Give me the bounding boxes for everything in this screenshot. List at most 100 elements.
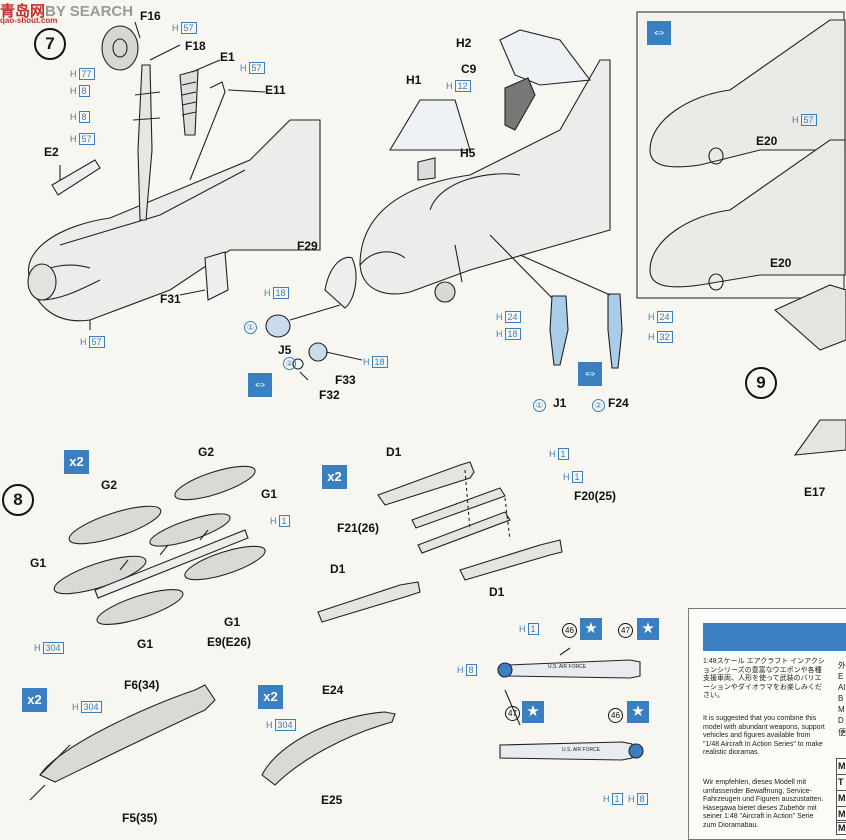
side-fragment-letter: M xyxy=(838,705,845,714)
part-label-g1-a: G1 xyxy=(261,487,278,501)
double-arrow-icon: ⇔ xyxy=(248,373,272,397)
part-label-f5: F5(35) xyxy=(122,811,158,825)
part-label-e2: E2 xyxy=(44,145,59,159)
part-label-e24: E24 xyxy=(322,683,344,697)
circled-number-1-right: ① xyxy=(533,399,546,412)
part-label-f33: F33 xyxy=(335,373,356,387)
side-table-cell: M xyxy=(836,806,846,823)
side-fragment-letter: 外 xyxy=(838,661,846,670)
note-japanese: 1:48スケール エアクラフト インアクションシリーズの豊富なウエポンや各種支援… xyxy=(703,658,825,700)
watermark-logo: 青岛网BY SEARCH qao-shout.com xyxy=(0,3,134,25)
part-label-g1-c: G1 xyxy=(224,615,241,629)
star-icon: ★ xyxy=(522,701,544,723)
part-label-f31: F31 xyxy=(160,292,181,306)
side-table-cell: M xyxy=(836,790,846,807)
notes-header-bar xyxy=(703,623,846,651)
circled-number-2-left: ② xyxy=(283,357,296,370)
part-label-e20-bottom: E20 xyxy=(770,256,792,270)
part-label-f24: F24 xyxy=(608,396,629,410)
note-english: It is suggested that you combine this mo… xyxy=(703,715,825,757)
star-icon: ★ xyxy=(580,618,602,640)
part-label-d1-b: D1 xyxy=(330,562,346,576)
part-label-j5: J5 xyxy=(278,343,292,357)
part-label-h1: H1 xyxy=(406,73,422,87)
part-label-f6: F6(34) xyxy=(124,678,160,692)
circled-number-2-right: ② xyxy=(592,399,605,412)
part-label-g2-b: G2 xyxy=(101,478,118,492)
front-fuselage xyxy=(27,119,321,322)
missile-marking-upper: U.S. AIR FORCE xyxy=(548,664,587,670)
decal-number-47-b: 47 xyxy=(505,706,520,721)
part-label-d1-c: D1 xyxy=(489,585,505,599)
quantity-x2-badge: x2 xyxy=(322,465,347,489)
part-label-e11: E11 xyxy=(265,83,286,97)
canopy-h1 xyxy=(389,99,471,151)
canopy-h2 xyxy=(499,29,592,86)
side-fragment-letter: D xyxy=(838,716,844,725)
part-label-j1: J1 xyxy=(553,396,567,410)
side-table-cell: M xyxy=(836,820,846,835)
part-label-h5: H5 xyxy=(460,146,476,160)
part-label-d1-a: D1 xyxy=(386,445,402,459)
part-label-f16: F16 xyxy=(140,9,161,23)
part-label-e25: E25 xyxy=(321,793,343,807)
circled-number-1-left: ① xyxy=(244,321,257,334)
double-arrow-icon: ⇔ xyxy=(647,21,671,45)
side-fragment-letter: B xyxy=(838,694,844,703)
cockpit-fuselage xyxy=(359,59,611,295)
side-table-cell: T xyxy=(836,774,846,791)
part-label-f20: F20(25) xyxy=(574,489,617,503)
part-label-g2-a: G2 xyxy=(198,445,215,459)
quantity-x2-badge: x2 xyxy=(258,685,283,709)
star-icon: ★ xyxy=(627,701,649,723)
missile-marking-lower: U.S. AIR FORCE xyxy=(562,747,601,753)
double-arrow-icon: ⇔ xyxy=(578,362,602,386)
step-7-number: 7 xyxy=(34,28,66,60)
part-label-e20-top: E20 xyxy=(756,134,778,148)
step-9-number: 9 xyxy=(745,367,777,399)
part-label-e9: E9(E26) xyxy=(207,635,252,649)
part-label-e1: E1 xyxy=(220,50,235,64)
part-label-g1-b: G1 xyxy=(30,556,47,570)
quantity-x2-badge: x2 xyxy=(64,450,89,474)
part-label-f18: F18 xyxy=(185,39,206,53)
step-8-number: 8 xyxy=(2,484,34,516)
part-label-h2: H2 xyxy=(456,36,472,50)
part-label-e17: E17 xyxy=(804,485,826,499)
decal-number-47-a: 47 xyxy=(618,623,633,638)
quantity-x2-badge: x2 xyxy=(22,688,47,712)
part-label-c9: C9 xyxy=(461,62,477,76)
side-fragment-letter: 便 xyxy=(838,728,846,737)
decal-number-46-b: 46 xyxy=(608,708,623,723)
side-table-cell: M xyxy=(836,758,846,775)
star-icon: ★ xyxy=(637,618,659,640)
part-label-f29: F29 xyxy=(297,239,318,253)
nose-wheel xyxy=(101,25,139,71)
part-label-f32: F32 xyxy=(319,388,340,402)
side-fragment-letter: Al xyxy=(838,683,846,692)
part-label-g1-d: G1 xyxy=(137,637,154,651)
